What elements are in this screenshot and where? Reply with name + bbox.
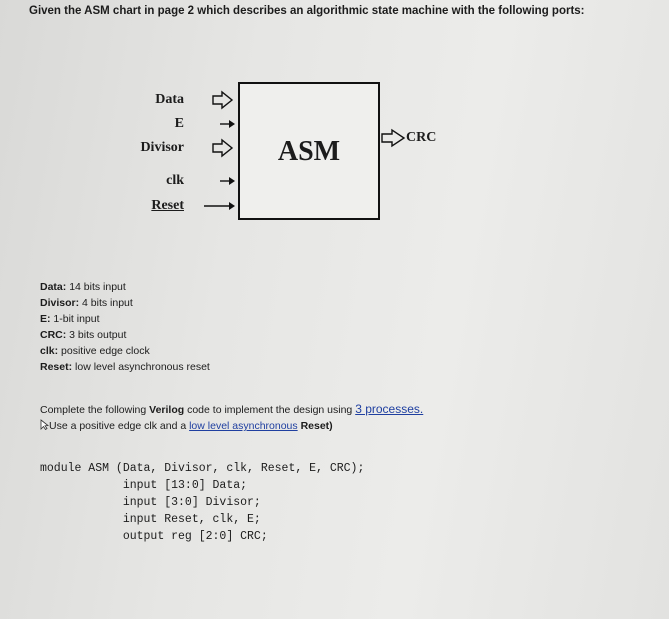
port-arrows — [204, 90, 406, 210]
asm-diagram: ASM Data E Divisor clk Reset CRC — [0, 0, 669, 240]
port-desc-data: Data: 14 bits input — [40, 281, 126, 293]
output-label-crc: CRC — [406, 130, 437, 145]
input-label-e: E — [174, 116, 184, 131]
port-desc-reset: Reset: low level asynchronous reset — [40, 361, 210, 373]
arrow-right-icon — [220, 177, 235, 185]
async-reset-link[interactable]: low level asynchronous — [189, 420, 298, 432]
port-desc-divisor: Divisor: 4 bits input — [40, 297, 133, 309]
port-desc-crc: CRC: 3 bits output — [40, 329, 127, 341]
code-line: input [13:0] Data; — [40, 479, 248, 492]
arrow-right-icon — [220, 120, 235, 128]
input-label-divisor: Divisor — [140, 140, 184, 155]
asm-block-label: ASM — [277, 136, 341, 167]
bus-arrow-icon — [212, 90, 234, 110]
code-line: input [3:0] Divisor; — [40, 496, 261, 509]
input-label-data: Data — [155, 92, 184, 107]
intro-text: Given the ASM chart in page 2 which desc… — [29, 5, 585, 17]
code-line: input Reset, clk, E; — [40, 513, 261, 526]
bus-arrow-icon — [381, 128, 406, 148]
port-desc-e: E: 1-bit input — [40, 313, 100, 325]
arrow-right-icon — [204, 202, 235, 210]
processes-link[interactable]: 3 processes. — [355, 402, 424, 416]
code-line: module ASM (Data, Divisor, clk, Reset, E… — [40, 462, 365, 475]
port-desc-clk: clk: positive edge clock — [40, 345, 150, 357]
input-label-clk: clk — [166, 173, 184, 188]
input-label-reset: Reset — [151, 198, 184, 213]
code-line: output reg [2:0] CRC; — [40, 530, 268, 543]
asm-block — [238, 82, 380, 220]
instruction-text: Complete the following Verilog code to i… — [40, 402, 424, 432]
bus-arrow-icon — [212, 138, 234, 158]
text-cursor-icon — [40, 419, 50, 431]
